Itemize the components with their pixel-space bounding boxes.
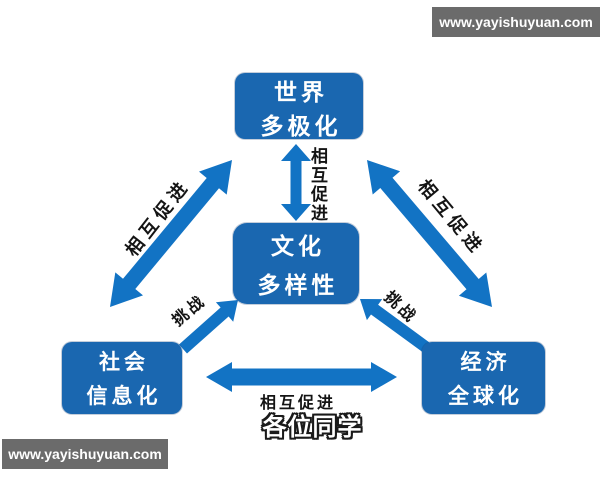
node-world-multipolarization: 世界 多极化: [235, 73, 363, 139]
arrow-economy-culture: [360, 299, 431, 353]
watermark-bottom: www.yayishuyuan.com: [2, 439, 168, 469]
arrow-world-economy: [367, 160, 492, 307]
edge-label-world-culture: 相互促进: [308, 147, 327, 223]
node-world-line1: 世界: [274, 80, 328, 105]
watermark-top: www.yayishuyuan.com: [432, 7, 600, 37]
node-society-line1: 社会: [99, 350, 149, 374]
arrow-world-culture: [281, 144, 311, 221]
node-world-line2: 多极化: [260, 114, 342, 139]
node-economic-globalization: 经济 全球化: [422, 342, 545, 414]
node-culture-line1: 文化: [271, 234, 325, 260]
arrow-society-economy: [206, 362, 397, 392]
node-social-informatization: 社会 信息化: [62, 342, 182, 414]
watermark-top-text: www.yayishuyuan.com: [439, 14, 593, 30]
node-culture-line2: 多样性: [257, 272, 339, 298]
node-society-line2: 信息化: [86, 384, 162, 408]
node-economy-line2: 全球化: [448, 384, 523, 408]
arrow-world-society: [110, 160, 232, 307]
watermark-bottom-text: www.yayishuyuan.com: [8, 446, 162, 462]
node-cultural-diversity: 文化 多样性: [233, 223, 359, 304]
caption-text: 各位同学: [262, 414, 363, 441]
node-economy-line1: 经济: [460, 350, 511, 374]
arrow-society-culture: [179, 300, 238, 354]
edge-label-society-economy: 相互促进: [259, 395, 336, 412]
